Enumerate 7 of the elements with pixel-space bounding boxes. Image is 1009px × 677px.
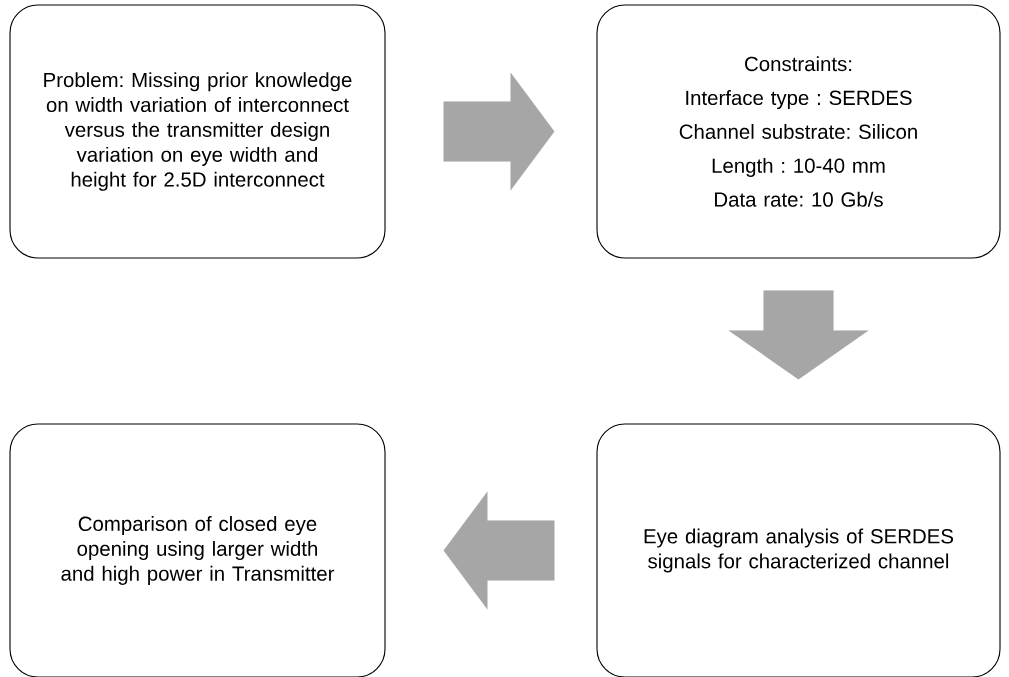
process-box: Problem: Missing prior knowledge on width variation of interconnect versus the transmitter design variation on eye width and height for 2.5D interconnect <box>9 4 386 259</box>
process-box: Constraints: Interface type : SERDES Channel substrate: Silicon Length : 10-40 mm Data rate: 10 Gb/s <box>596 4 1001 259</box>
process-box: Comparison of closed eye opening using larger width and high power in Transmitter <box>9 423 386 677</box>
process-box: Eye diagram analysis of SERDES signals for characterized channel <box>596 423 1001 677</box>
block-arrow <box>728 290 869 380</box>
block-arrow <box>443 491 555 610</box>
block-arrow <box>443 72 555 191</box>
